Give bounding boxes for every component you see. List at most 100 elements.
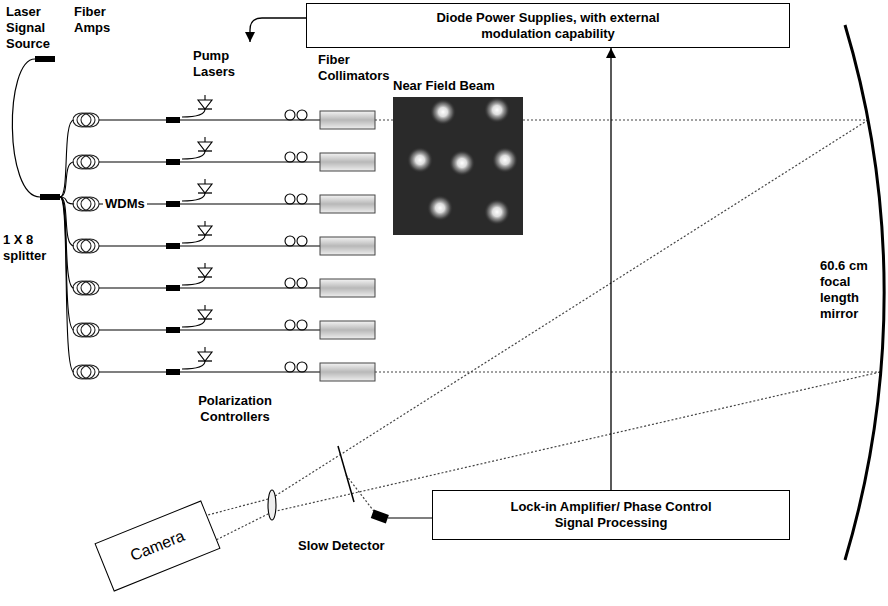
wdm-coupler: [166, 285, 180, 291]
fiber-coil: [73, 113, 91, 127]
fiber-coil: [81, 239, 99, 253]
control-signal-line: [610, 48, 611, 490]
pump-diode-symbol: [198, 352, 212, 361]
part-label: Laser Signal Source: [6, 4, 58, 52]
fiber-line: [99, 371, 166, 372]
fiber-collimator: [320, 237, 375, 255]
part-label: Fiber Collimators: [318, 52, 400, 84]
polarization-loop: [297, 194, 307, 204]
fiber-collimator: [320, 279, 375, 297]
amplifier-chain: [60, 197, 375, 255]
pump-lead: [204, 263, 205, 268]
pump-lead: [182, 361, 205, 369]
pump-lead: [204, 95, 205, 100]
polarization-loop: [297, 362, 307, 372]
polarization-loop: [297, 278, 307, 288]
fiber-coil: [77, 365, 95, 379]
fiber-coil: [73, 197, 91, 211]
part-label: Pump Lasers: [193, 48, 243, 80]
wdm-coupler: [166, 201, 180, 207]
wdm-coupler: [166, 117, 180, 123]
pump-lead: [204, 221, 205, 226]
fiber-coil: [73, 323, 91, 337]
pump-lead: [182, 319, 205, 327]
polarization-loop: [285, 362, 295, 372]
fiber-line: [60, 162, 74, 197]
fiber-collimator: [320, 111, 375, 129]
beam-line: [216, 512, 272, 540]
part-label: 60.6 cm focal length mirror: [820, 258, 876, 322]
fiber-coil: [81, 155, 99, 169]
pump-lead: [204, 137, 205, 142]
fiber-coil: [81, 197, 99, 211]
fiber-hardware: [12, 18, 884, 560]
pump-lead: [182, 151, 205, 159]
beam-spot: [449, 150, 475, 176]
beam-line: [204, 498, 272, 516]
fiber-line: [99, 119, 166, 120]
wdm-coupler: [166, 327, 180, 333]
fiber-coil: [77, 155, 95, 169]
wdm-coupler: [166, 369, 180, 375]
fiber-coil: [77, 281, 95, 295]
amplifier-chain: [60, 137, 375, 197]
polarization-loop: [297, 320, 307, 330]
pump-lead: [204, 179, 205, 184]
amplifier-chain: [60, 197, 375, 297]
fiber-coil: [77, 197, 95, 211]
pump-diode-symbol: [198, 310, 212, 319]
near-field-image: [393, 97, 523, 235]
wdm-coupler: [166, 243, 180, 249]
pump-lead: [182, 109, 205, 117]
fiber-coil: [81, 113, 99, 127]
polarization-loop: [285, 152, 295, 162]
slow-detector: [371, 510, 389, 524]
polarization-loop: [297, 110, 307, 120]
part-label: WDMs: [103, 196, 147, 212]
polarization-loop: [285, 194, 295, 204]
fiber-coil: [77, 323, 95, 337]
box-text: Camera: [128, 526, 188, 565]
beam-spot: [484, 199, 510, 225]
fiber-coil: [81, 281, 99, 295]
fiber-coil: [77, 239, 95, 253]
pump-lead: [204, 305, 205, 310]
beam-spot: [407, 147, 433, 173]
fiber-line: [99, 161, 166, 162]
amplifier-chain: [60, 179, 375, 213]
pump-lead: [182, 193, 205, 201]
fiber-coil: [73, 239, 91, 253]
fiber-coil: [81, 365, 99, 379]
polarization-loop: [297, 152, 307, 162]
fiber-line: [60, 120, 74, 197]
polarization-loop: [285, 110, 295, 120]
beam-line: [375, 371, 880, 372]
beam-splitter: [338, 446, 354, 502]
pump-diode-symbol: [198, 184, 212, 193]
fiber-collimator: [320, 363, 375, 381]
amplifier-chain: [60, 197, 375, 381]
pump-diode-symbol: [198, 268, 212, 277]
control-box: Lock-in Amplifier/ Phase Control Signal …: [432, 490, 790, 540]
pump-lead: [204, 347, 205, 352]
pump-diode-symbol: [198, 142, 212, 151]
wdm-coupler: [166, 159, 180, 165]
fiber-coil: [77, 113, 95, 127]
fiber-collimator: [320, 153, 375, 171]
fiber-line: [60, 197, 74, 246]
pump-diode-symbol: [198, 100, 212, 109]
beam-line: [272, 120, 868, 498]
fiber-collimator: [320, 195, 375, 213]
fiber-coil: [73, 365, 91, 379]
polarization-loop: [285, 320, 295, 330]
fiber-line: [60, 197, 74, 372]
laser-source: [35, 56, 55, 62]
part-label: Slow Detector: [298, 538, 408, 554]
part-label: Polarization Controllers: [185, 393, 285, 425]
polarization-loop: [285, 278, 295, 288]
polarization-loop: [297, 236, 307, 246]
control-arrow: [250, 18, 306, 42]
amplifier-chain: [60, 197, 375, 339]
beam-spot: [427, 195, 453, 221]
fiber-line: [99, 329, 166, 330]
